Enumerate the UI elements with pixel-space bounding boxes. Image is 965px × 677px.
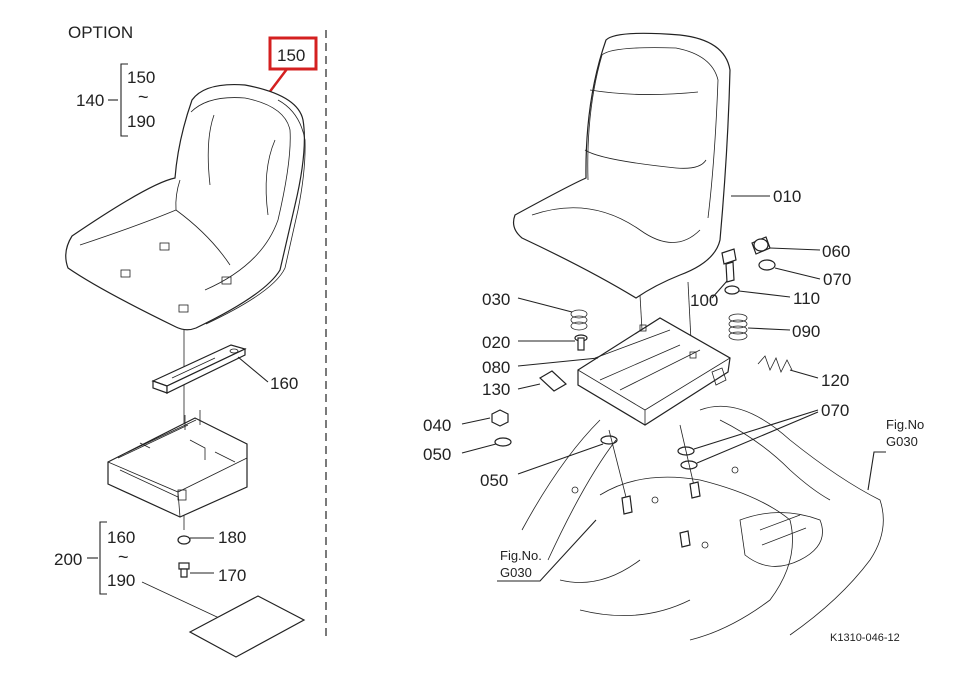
spring-030[interactable] (570, 309, 588, 331)
callout-190-range-end[interactable]: 190 (127, 112, 155, 131)
leader-060 (769, 247, 821, 251)
pin-130[interactable] (538, 370, 568, 392)
seat-mount-mark (120, 269, 131, 278)
leader-080 (517, 357, 599, 367)
washer-110[interactable] (724, 285, 740, 295)
leader-030 (517, 297, 573, 313)
bolt-axis (608, 429, 629, 506)
callout-020[interactable]: 020 (482, 333, 510, 352)
fig-ref-right-line1[interactable]: Fig.No (886, 417, 924, 432)
callout-080[interactable]: 080 (482, 358, 510, 377)
fig-ref-right-line2[interactable]: G030 (886, 434, 918, 449)
callout-050-center[interactable]: 050 (480, 471, 508, 490)
drawing-number: K1310-046-12 (830, 632, 900, 644)
callout-170[interactable]: 170 (218, 566, 246, 585)
callout-100[interactable]: 100 (690, 291, 718, 310)
callout-150-highlight[interactable]: 150 (277, 46, 305, 65)
slide-rail-080[interactable] (577, 317, 731, 426)
seat-mount-mark (159, 242, 170, 251)
leader-160 (237, 356, 269, 383)
callout-110[interactable]: 110 (793, 289, 820, 308)
seat-mount-mark (221, 276, 232, 285)
callout-030[interactable]: 030 (482, 290, 510, 309)
leader-manual (141, 581, 233, 625)
body-panel-g030 (521, 405, 884, 641)
bolt-100[interactable] (721, 248, 737, 283)
leader-120 (789, 369, 819, 379)
leader-070-upper (774, 267, 821, 280)
seat-010[interactable] (512, 32, 731, 299)
bolt-lower[interactable] (689, 481, 701, 499)
spring-090[interactable] (728, 313, 748, 341)
washer-180[interactable] (177, 535, 191, 545)
leader-070-lower-b (696, 411, 819, 464)
leader-050-left (461, 443, 497, 454)
range-tilde-bottom: ~ (118, 547, 129, 567)
leader-090 (747, 327, 791, 331)
bracket-140 (120, 63, 128, 137)
leader-050-center (517, 443, 604, 475)
slide-plate[interactable] (151, 344, 247, 394)
callout-190-range-end-bottom[interactable]: 190 (107, 571, 135, 590)
callout-200[interactable]: 200 (54, 550, 82, 569)
option-label: OPTION (68, 23, 133, 42)
bolt-020[interactable] (574, 334, 588, 351)
callout-160-range-start[interactable]: 160 (107, 528, 135, 547)
callout-090[interactable]: 090 (792, 322, 820, 341)
washer-070-upper[interactable] (758, 259, 776, 271)
seat-mount-mark (178, 304, 189, 313)
seat-rail-assembly[interactable] (107, 410, 248, 518)
leader-100 (711, 280, 728, 299)
leader-fig-ref-right (867, 451, 886, 491)
leader-070-lower-a (693, 409, 819, 450)
washer-050-center[interactable] (600, 435, 618, 445)
leader-fig-ref-left (497, 519, 597, 582)
spring-120[interactable] (757, 355, 793, 374)
fig-ref-left-line2[interactable]: G030 (500, 565, 532, 580)
bracket-200 (99, 521, 107, 595)
seat-stud-axis (639, 294, 643, 331)
bolt-170[interactable] (178, 562, 190, 578)
knob-060[interactable] (751, 236, 771, 255)
callout-150-highlight-box[interactable] (268, 36, 318, 71)
callout-060[interactable]: 060 (822, 242, 850, 261)
callout-160[interactable]: 160 (270, 374, 298, 393)
leader-110 (738, 290, 791, 298)
bolt-lower[interactable] (679, 530, 691, 548)
callout-040[interactable]: 040 (423, 416, 451, 435)
callout-140[interactable]: 140 (76, 91, 104, 110)
leader-130 (517, 383, 541, 390)
manual-sheet[interactable] (188, 595, 306, 658)
callout-130[interactable]: 130 (482, 380, 510, 399)
washer-050-left[interactable] (494, 437, 512, 447)
callout-150-range-start[interactable]: 150 (127, 68, 155, 87)
bolt-lower[interactable] (621, 495, 633, 515)
callout-050-left[interactable]: 050 (423, 445, 451, 464)
callout-010[interactable]: 010 (773, 187, 801, 206)
nut-040[interactable] (491, 409, 509, 427)
callout-180[interactable]: 180 (218, 528, 246, 547)
callout-070-upper[interactable]: 070 (823, 270, 851, 289)
range-tilde-top: ~ (138, 87, 149, 107)
leader-040 (461, 417, 491, 425)
bolt-axis (679, 424, 696, 491)
callout-120[interactable]: 120 (821, 371, 849, 390)
fig-ref-left-line1[interactable]: Fig.No. (500, 548, 542, 563)
option-seat-shell[interactable] (65, 83, 306, 331)
callout-070-lower[interactable]: 070 (821, 401, 849, 420)
